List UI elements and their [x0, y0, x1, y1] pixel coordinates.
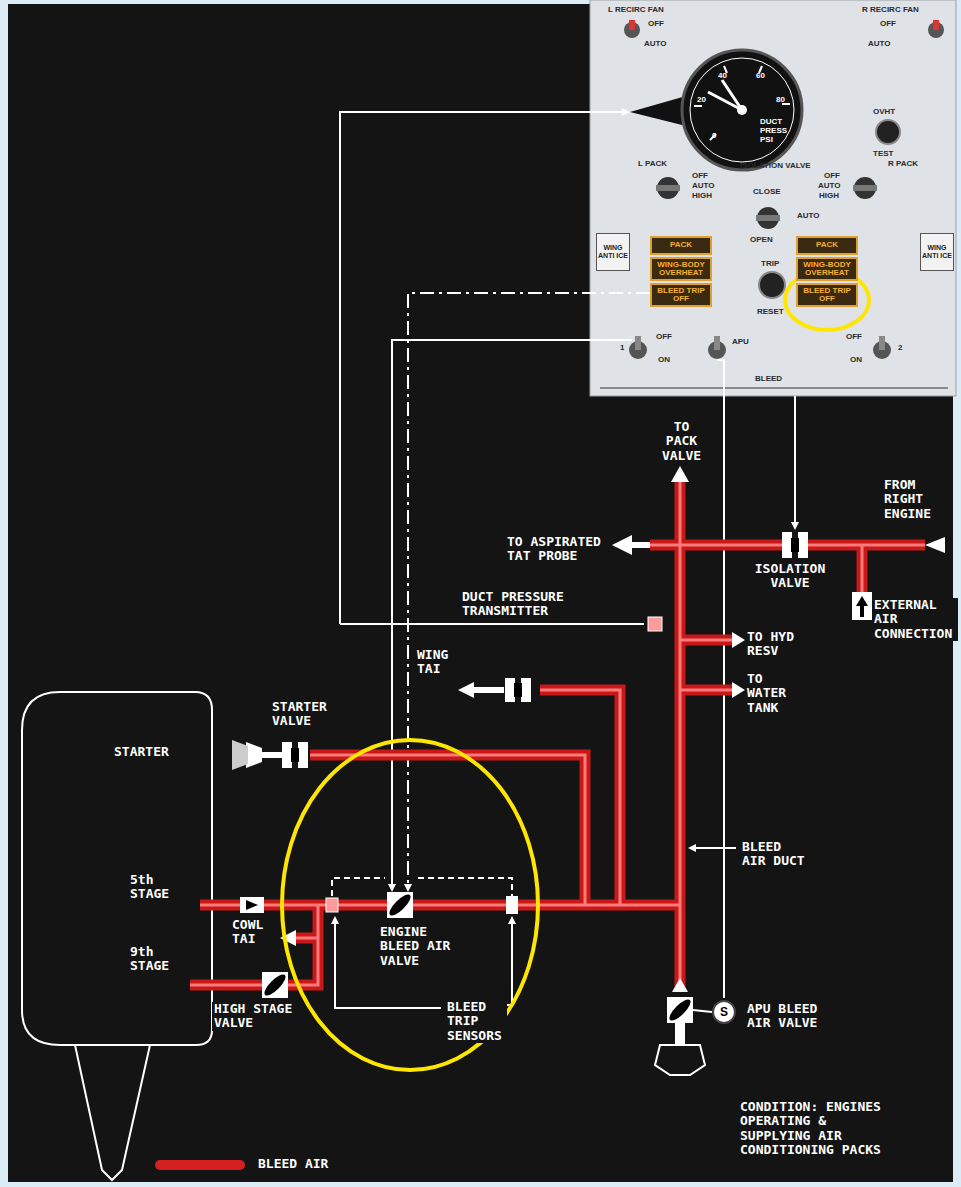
node-text: PACK [816, 241, 838, 249]
panel-label: AUTO [692, 182, 715, 191]
diagram-label: DUCT PRESSURE TRANSMITTER [460, 590, 572, 619]
diagram-label: 9th STAGE [128, 945, 177, 974]
node-text: BLEED TRIP OFF [654, 287, 708, 304]
panel-label: AUTO [868, 40, 891, 49]
node-text: WING-BODY OVERHEAT [800, 261, 854, 278]
panel-label: HIGH [819, 192, 839, 201]
panel-label: TEST [873, 150, 893, 159]
panel-label: R PACK [888, 160, 918, 169]
panel-label: ISOLATION VALVE [740, 162, 796, 171]
legend-text: BLEED AIR [256, 1157, 330, 1171]
annunciator-light: WING-BODY OVERHEAT [796, 257, 858, 281]
panel-label: L PACK [638, 160, 667, 169]
panel-label: 0 [712, 132, 716, 141]
diagram-label: STARTER [112, 745, 171, 759]
diagram-label: ENGINE BLEED AIR VALVE [378, 925, 457, 968]
diagram-label: STARTER VALVE [270, 700, 338, 729]
diagram-label: TO HYD RESV [745, 630, 804, 659]
panel-label: L RECIRC FAN [608, 6, 664, 15]
panel-label: OFF [824, 172, 840, 181]
diagram-label: COWL TAI [230, 918, 272, 947]
node-text: BLEED TRIP OFF [800, 287, 854, 304]
node-text: WING ANTI ICE [922, 244, 952, 259]
node-text: WING-BODY OVERHEAT [654, 261, 708, 278]
panel-label: 40 [718, 72, 727, 81]
panel-label: 60 [756, 72, 765, 81]
panel-label: RESET [757, 308, 784, 317]
wing-anti-ice-light: WING ANTI ICE [596, 233, 630, 271]
node-text: WING ANTI ICE [598, 244, 628, 259]
diagram-label: FROM RIGHT ENGINE [882, 478, 946, 521]
diagram-label: WING TAI [415, 648, 459, 677]
panel-label: HIGH [692, 192, 712, 201]
panel-label: ON [850, 356, 862, 365]
panel-label: OFF [692, 172, 708, 181]
diagram-label: TO ASPIRATED TAT PROBE [505, 535, 609, 564]
panel-label: AUTO [797, 212, 820, 221]
panel-label: 2 [898, 344, 902, 353]
panel-label: OFF [648, 20, 664, 29]
panel-label: DUCT PRESS PSI [760, 118, 800, 144]
node-text: S [720, 1005, 728, 1019]
annunciator-light: PACK [796, 236, 858, 255]
panel-label: OFF [846, 333, 862, 342]
diagram-label: CONDITION: ENGINES OPERATING & SUPPLYING… [738, 1100, 892, 1157]
panel-label: OVHT [873, 108, 895, 117]
panel-label: TRIP [761, 260, 779, 269]
panel-label: OFF [656, 333, 672, 342]
panel-label: ON [658, 356, 670, 365]
panel-label: OPEN [750, 236, 773, 245]
diagram-label: ISOLATION VALVE [748, 562, 832, 591]
panel-label: OFF [880, 20, 896, 29]
diagram-label: BLEED AIR DUCT [740, 840, 810, 869]
diagram-label: TO PACK VALVE [657, 420, 706, 463]
panel-label: 1 [620, 344, 624, 353]
panel-label: R RECIRC FAN [862, 6, 919, 15]
diagram-label: TO WATER TANK [745, 672, 794, 715]
node-text: PACK [670, 241, 692, 249]
annunciator-light: PACK [650, 236, 712, 255]
panel-label: AUTO [818, 182, 841, 191]
panel-label: BLEED [755, 375, 782, 384]
panel-label: CLOSE [753, 188, 781, 197]
diagram-label: BLEED TRIP SENSORS [445, 1000, 507, 1043]
wing-anti-ice-light: WING ANTI ICE [920, 233, 954, 271]
panel-label: 80 [776, 96, 785, 105]
panel-label: 20 [697, 96, 706, 105]
panel-label: APU [732, 338, 749, 347]
annunciator-light: WING-BODY OVERHEAT [650, 257, 712, 281]
legend-swatch [155, 1160, 245, 1170]
diagram-label: HIGH STAGE VALVE [212, 1002, 298, 1031]
annunciator-light: BLEED TRIP OFF [650, 283, 712, 307]
solenoid-circle: S [712, 1000, 736, 1024]
diagram-label: APU BLEED AIR VALVE [745, 1002, 824, 1031]
diagram-label: 5th STAGE [128, 873, 177, 902]
panel-label: AUTO [644, 40, 667, 49]
diagram-label: EXTERNAL AIR CONNECTION [872, 598, 958, 641]
annunciator-light: BLEED TRIP OFF [796, 283, 858, 307]
